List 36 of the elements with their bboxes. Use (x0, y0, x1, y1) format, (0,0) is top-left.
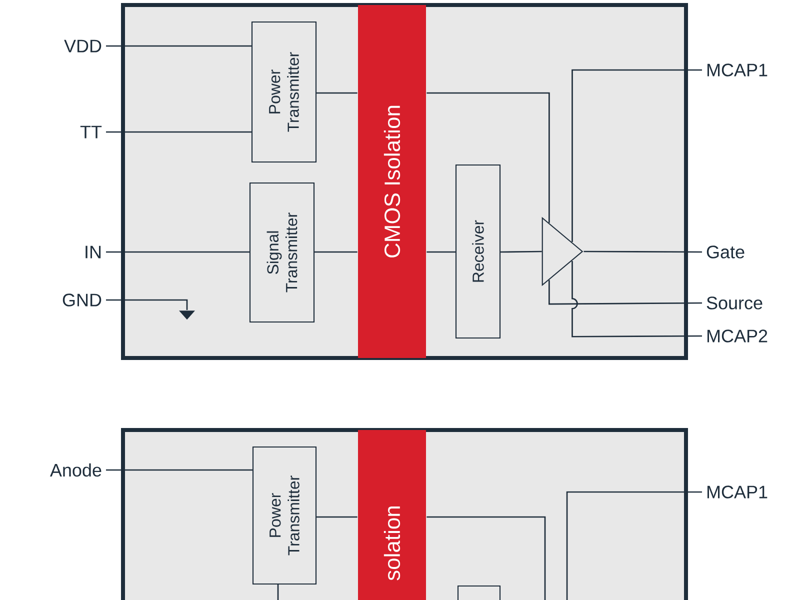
pin-label: MCAP1 (708, 64, 768, 76)
ground-symbol (179, 310, 195, 320)
pin-label: MCAP2 (708, 330, 768, 342)
signal-line (106, 45, 252, 47)
signal-line (572, 261, 702, 338)
signal-line (277, 584, 279, 600)
block-box: Signal Transmitter (249, 182, 315, 323)
signal-line (566, 491, 702, 600)
pin-label: GND (62, 294, 102, 306)
signal-line (426, 92, 550, 223)
pin-label: Source (706, 296, 762, 310)
block-box (457, 585, 501, 600)
signal-line (426, 251, 456, 253)
pin-label: IN (86, 246, 101, 258)
signal-line (314, 251, 358, 253)
signal-line (500, 250, 542, 253)
signal-line (584, 250, 702, 253)
block-box: Power Transmitter (252, 446, 317, 585)
signal-line (106, 469, 252, 471)
signal-line (106, 299, 188, 310)
signal-line (548, 280, 702, 305)
block-box: Power Transmitter (251, 21, 317, 163)
signal-line (572, 69, 702, 242)
pin-label: VDD (64, 40, 102, 52)
isolation-band: solation (358, 430, 426, 600)
signal-line (106, 251, 250, 253)
signal-line (316, 516, 358, 518)
pin-label: Gate (706, 246, 744, 258)
block-box: Receiver (455, 164, 501, 339)
signal-line (426, 516, 546, 600)
signal-line (316, 92, 358, 94)
pin-label: Anode (50, 463, 102, 477)
pin-label: MCAP1 (708, 486, 768, 498)
isolation-band: CMOS Isolation (358, 5, 426, 358)
signal-line (106, 131, 252, 133)
pin-label: TT (80, 126, 102, 138)
